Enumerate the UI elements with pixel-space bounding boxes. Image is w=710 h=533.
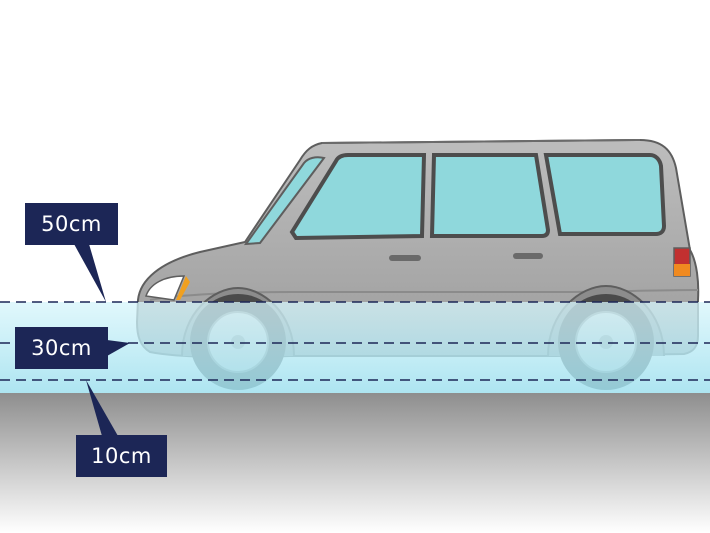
pointer-50cm [74,244,106,302]
tail-light-amber [674,264,690,276]
rear-window [543,153,667,236]
label-10cm: 10cm [76,435,167,477]
middle-window [429,153,551,238]
label-30cm: 30cm [15,327,108,369]
turn-signal [176,276,190,300]
headlight [145,275,186,301]
pointer-10cm [86,380,118,436]
windshield [243,156,326,246]
front-window [289,153,427,241]
label-50cm: 50cm [25,203,118,245]
pointer-30cm [107,340,130,356]
